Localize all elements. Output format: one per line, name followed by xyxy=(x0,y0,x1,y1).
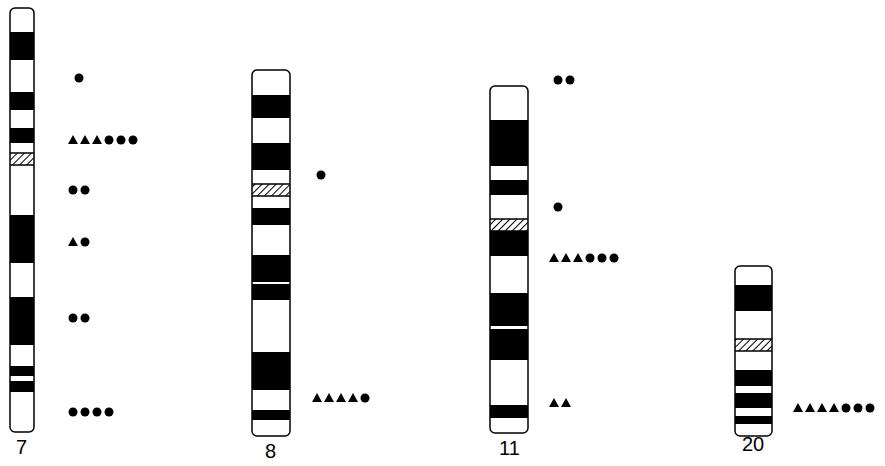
dark-band xyxy=(252,255,290,282)
chromosome xyxy=(735,266,772,436)
triangle-marker xyxy=(793,403,803,412)
chromosome xyxy=(252,70,290,436)
dot-marker xyxy=(317,171,326,180)
dot-marker xyxy=(610,254,619,263)
chromosome-outline xyxy=(10,8,34,432)
dark-band xyxy=(735,416,772,424)
triangle-marker xyxy=(68,237,78,246)
dark-band xyxy=(490,293,528,326)
dot-marker xyxy=(554,76,563,85)
dark-band xyxy=(252,208,290,225)
chromosome-number: 8 xyxy=(265,441,276,461)
chromosome-number: 20 xyxy=(742,434,764,454)
dark-band xyxy=(735,370,772,386)
triangle-marker xyxy=(336,393,346,402)
triangle-marker xyxy=(573,253,583,262)
triangle-marker xyxy=(80,135,90,144)
dot-marker xyxy=(75,74,84,83)
chromosome-body xyxy=(10,8,34,432)
dot-marker xyxy=(93,408,102,417)
triangle-marker xyxy=(68,135,78,144)
triangle-marker xyxy=(805,403,815,412)
dot-marker xyxy=(81,408,90,417)
triangle-marker xyxy=(817,403,827,412)
dark-band xyxy=(10,297,34,345)
dot-marker xyxy=(105,136,114,145)
dark-band xyxy=(10,215,34,263)
dot-marker xyxy=(81,314,90,323)
dot-marker xyxy=(81,238,90,247)
chromosome-number: 11 xyxy=(499,438,520,458)
dark-band xyxy=(252,352,290,390)
dark-band xyxy=(490,329,528,360)
centromere xyxy=(490,219,528,231)
chromosome-body xyxy=(490,86,528,433)
triangle-marker xyxy=(312,393,322,402)
dark-band xyxy=(10,128,34,143)
dark-band xyxy=(490,120,528,166)
centromere xyxy=(252,184,290,196)
dot-marker xyxy=(361,394,370,403)
triangle-marker xyxy=(829,403,839,412)
dark-band xyxy=(252,410,290,420)
dark-band xyxy=(490,180,528,195)
dot-marker xyxy=(69,314,78,323)
triangle-marker xyxy=(561,253,571,262)
dot-marker xyxy=(586,254,595,263)
chromosome-outline xyxy=(252,70,290,436)
dark-band xyxy=(10,92,34,110)
dot-marker xyxy=(566,76,575,85)
chromosome-outline xyxy=(735,266,772,436)
dark-band xyxy=(10,366,34,376)
dark-band xyxy=(10,32,34,60)
centromere xyxy=(10,153,34,165)
dark-band xyxy=(10,381,34,392)
triangle-marker xyxy=(561,398,571,407)
dot-marker xyxy=(105,408,114,417)
dark-band xyxy=(735,285,772,311)
dark-band xyxy=(252,284,290,300)
dot-marker xyxy=(69,186,78,195)
dot-marker xyxy=(854,404,863,413)
dark-band xyxy=(490,405,528,418)
chromosome xyxy=(10,8,34,432)
chromosome-number: 7 xyxy=(16,437,27,457)
dark-band xyxy=(490,231,528,256)
dot-marker xyxy=(554,203,563,212)
triangle-marker xyxy=(549,253,559,262)
dark-band xyxy=(252,95,290,118)
dot-marker xyxy=(866,404,875,413)
dot-marker xyxy=(842,404,851,413)
dot-marker xyxy=(69,408,78,417)
chromosome-outline xyxy=(490,86,528,433)
chromosome-body xyxy=(252,70,290,436)
dot-marker xyxy=(598,254,607,263)
centromere xyxy=(735,339,772,351)
dark-band xyxy=(252,143,290,170)
triangle-marker xyxy=(348,393,358,402)
chromosome xyxy=(490,86,528,433)
chromosome-body xyxy=(735,266,772,436)
triangle-marker xyxy=(549,398,559,407)
dot-marker xyxy=(129,136,138,145)
triangle-marker xyxy=(324,393,334,402)
dot-marker xyxy=(117,136,126,145)
dark-band xyxy=(735,393,772,408)
dot-marker xyxy=(81,186,90,195)
triangle-marker xyxy=(92,135,102,144)
